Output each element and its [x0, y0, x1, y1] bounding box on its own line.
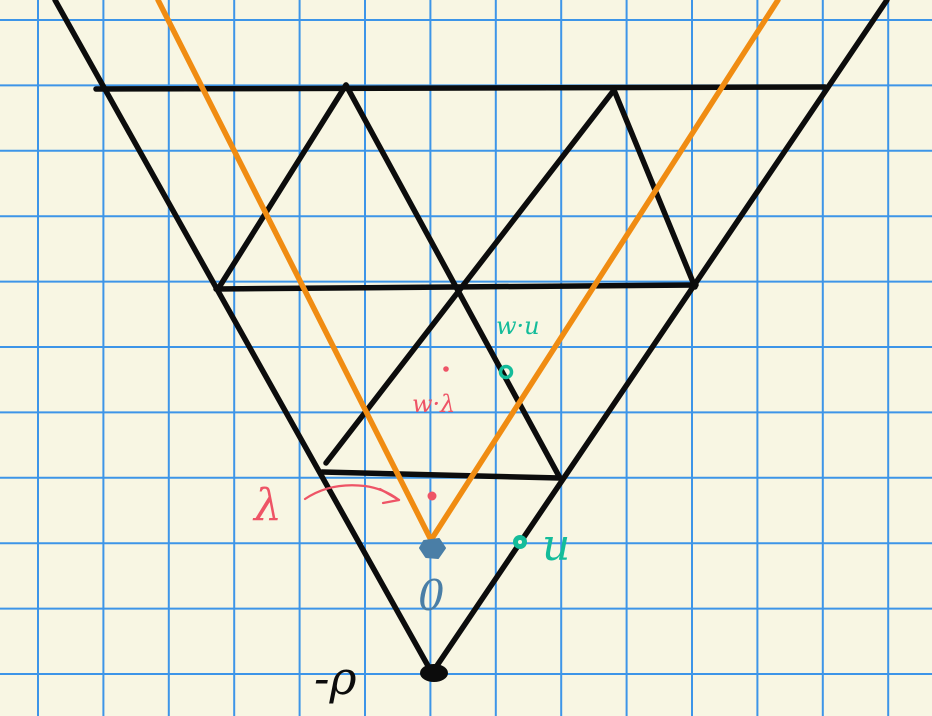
w-lambda-label: w·λ: [412, 390, 455, 418]
mu-point-center: [518, 540, 522, 544]
neg-rho-label: -ρ: [314, 651, 357, 705]
annotations: λ w·λ w·u u 0 -ρ: [252, 312, 570, 705]
cone-right-edge: [429, 0, 890, 676]
orange-wall-left: [155, 0, 434, 543]
mu-label: u: [542, 520, 570, 571]
diagonal-line-1: [343, 82, 563, 481]
cone-left-edge: [52, 0, 435, 676]
w-mu-point: [498, 364, 514, 380]
orange-wall-right: [428, 0, 781, 543]
origin-point: [419, 538, 446, 559]
neg-rho-point: [420, 664, 448, 682]
diagonal-line-3: [323, 87, 617, 466]
w-mu-label: w·u: [496, 312, 540, 340]
horizontal-line-top: [93, 84, 828, 92]
dot-action-chamber-walls: [155, 0, 781, 543]
diagonal-line-2: [215, 82, 349, 292]
w-lambda-point: [443, 366, 449, 372]
lambda-arrowhead: [378, 487, 401, 505]
lambda-point: [427, 491, 437, 501]
horizontal-line-bottom: [319, 469, 563, 481]
origin-label: 0: [418, 571, 445, 620]
lambda-label: λ: [252, 480, 282, 531]
